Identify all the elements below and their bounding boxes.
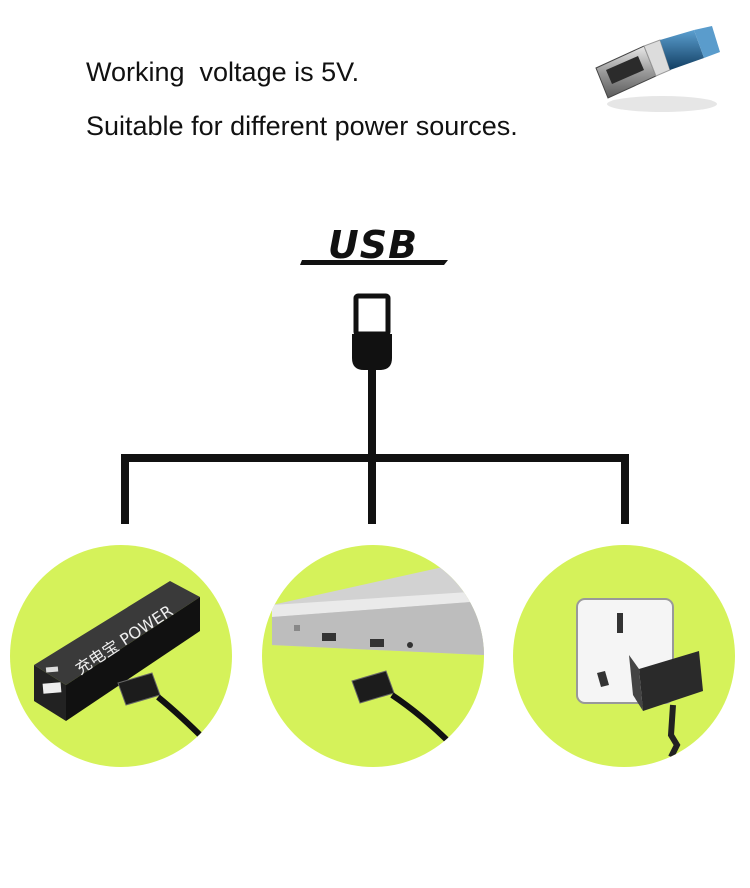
usb-plug-icon [595, 26, 720, 112]
voltage-text: Working voltage is 5V. [86, 57, 360, 87]
usb-logo-underline [300, 260, 448, 265]
power-sources-text: Suitable for different power sources. [86, 111, 518, 141]
wall-socket-icon [576, 598, 703, 759]
laptop-icon [272, 565, 484, 748]
usb-logo: USB [327, 223, 419, 267]
power-bank-icon: 充电宝 POWER [34, 581, 223, 767]
laptop-circle [262, 545, 484, 767]
connection-tree [121, 293, 629, 524]
power-bank-circle: 充电宝 POWER [10, 545, 232, 767]
wall-socket-circle [513, 545, 735, 767]
